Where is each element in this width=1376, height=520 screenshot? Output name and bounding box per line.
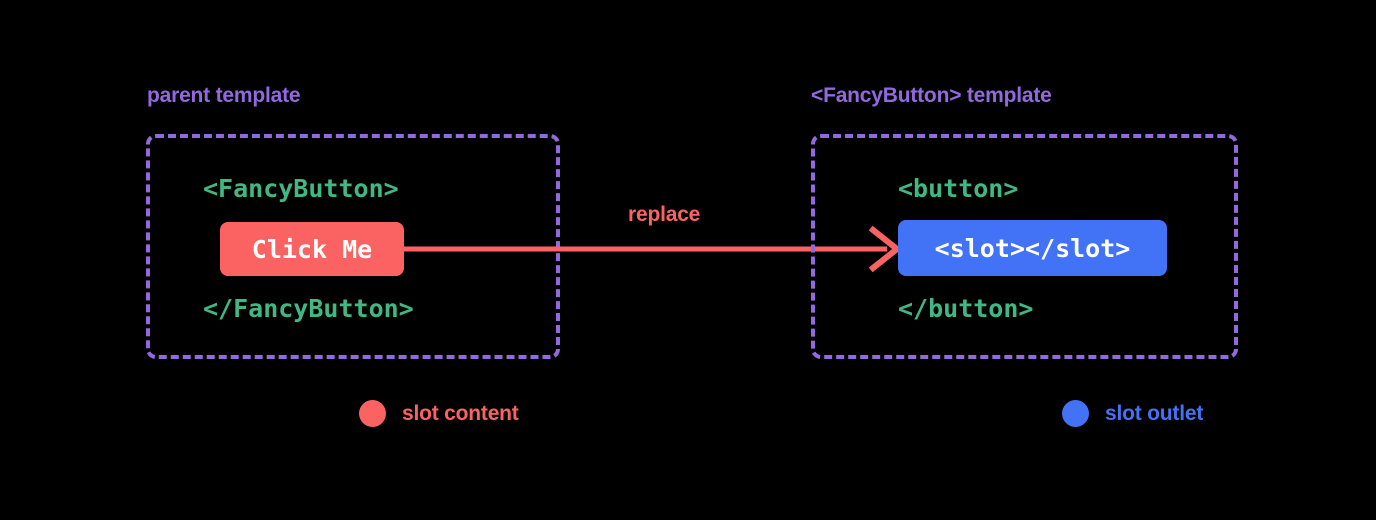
circle-marker-icon — [359, 400, 386, 427]
slot-content-chip[interactable]: Click Me — [220, 222, 404, 276]
slot-outlet-chip[interactable]: <slot></slot> — [898, 220, 1167, 276]
legend-label-slot-outlet: slot outlet — [1105, 401, 1204, 425]
fancy-code-close-tag: </button> — [898, 294, 1034, 323]
fancybutton-template-panel — [811, 134, 1238, 359]
fancybutton-template-title: <FancyButton> template — [811, 84, 1052, 107]
replace-label: replace — [628, 203, 701, 226]
legend-item-slot-content: slot content — [359, 400, 519, 427]
fancy-code-open-tag: <button> — [898, 174, 1019, 203]
circle-marker-icon — [1062, 400, 1089, 427]
legend-item-slot-outlet: slot outlet — [1062, 400, 1203, 427]
parent-code-open-tag: <FancyButton> — [203, 174, 399, 203]
parent-template-title: parent template — [147, 84, 301, 107]
legend-label-slot-content: slot content — [402, 401, 519, 425]
parent-code-close-tag: </FancyButton> — [203, 294, 414, 323]
